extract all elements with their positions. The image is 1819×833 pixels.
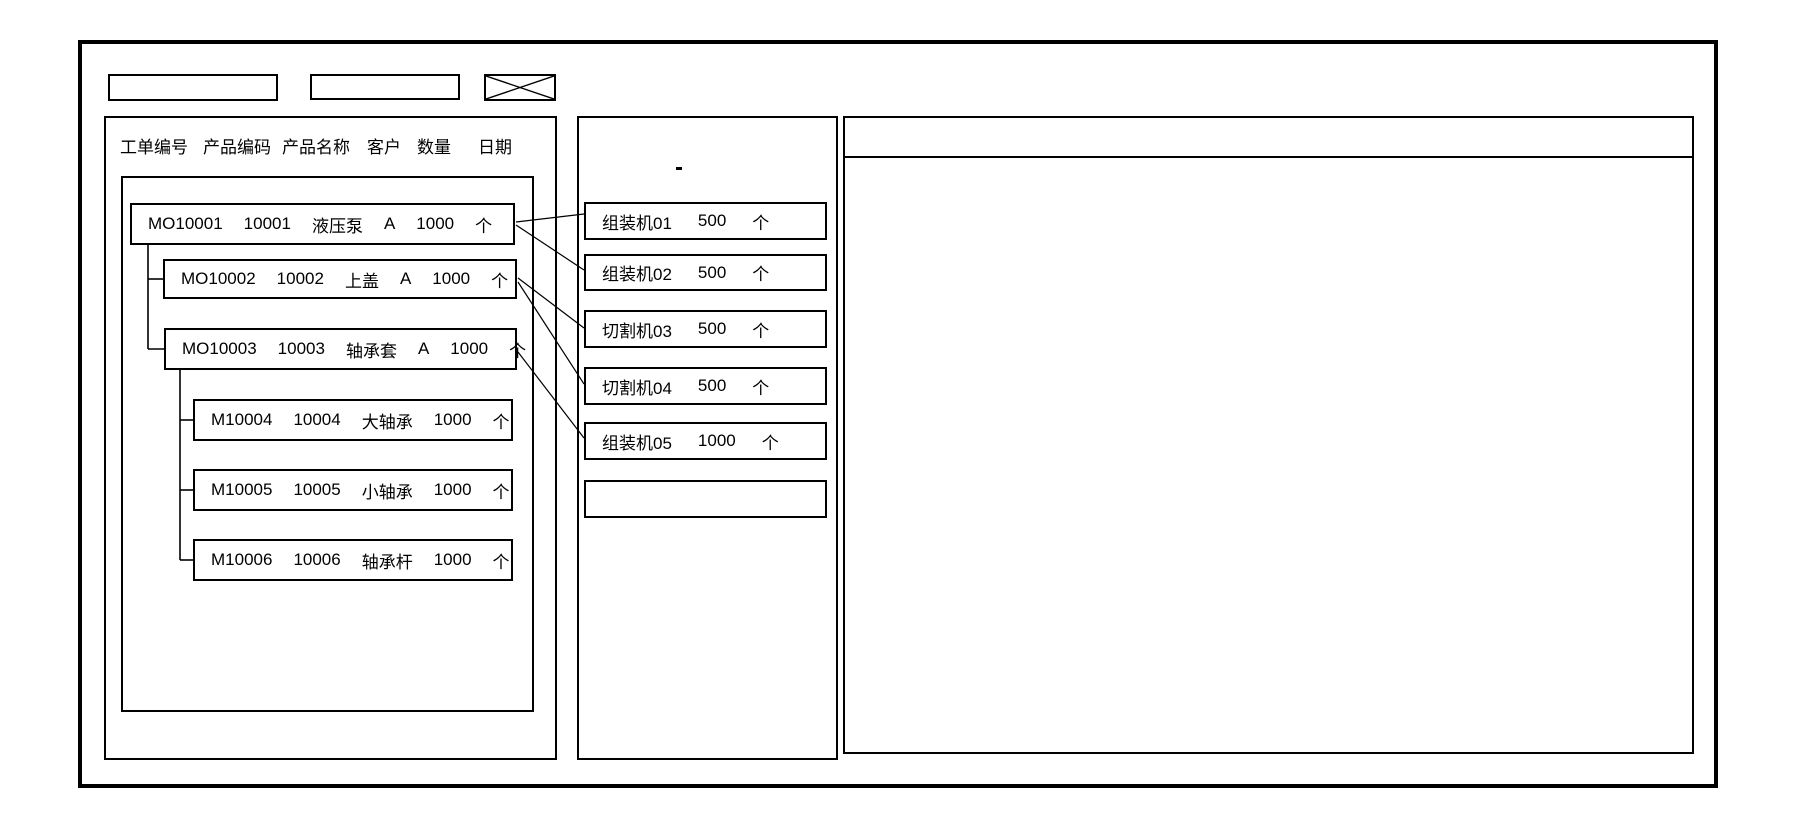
machine-unit: 个 xyxy=(752,265,770,284)
order-card-m10005[interactable]: M10005 10005 小轴承 1000 个 xyxy=(193,469,513,511)
product-name: 轴承杆 xyxy=(361,552,413,572)
product-name: 液压泵 xyxy=(311,216,363,236)
machine-unit: 个 xyxy=(752,321,770,341)
dot-mark xyxy=(676,167,682,170)
machine-name: 切割机03 xyxy=(602,321,672,341)
unit: 个 xyxy=(492,412,510,432)
order-no: MO10001 xyxy=(148,214,223,233)
machine-card-02[interactable]: 组装机02 500 个 xyxy=(584,254,827,291)
image-placeholder xyxy=(484,74,556,101)
machine-name: 组装机02 xyxy=(602,265,672,284)
machine-unit: 个 xyxy=(752,378,770,398)
machine-card-03[interactable]: 切割机03 500 个 xyxy=(584,310,827,348)
column-header-date: 日期 xyxy=(478,138,512,157)
product-code: 10003 xyxy=(277,339,325,358)
product-code: 10005 xyxy=(293,480,341,499)
schedule-header-band xyxy=(845,118,1692,158)
qty: 1000 xyxy=(433,550,472,569)
order-card-mo10002[interactable]: MO10002 10002 上盖 A 1000 个 xyxy=(163,259,517,299)
column-header-customer: 客户 xyxy=(367,138,401,157)
unit: 个 xyxy=(492,552,510,572)
customer: A xyxy=(399,269,412,288)
order-no: M10005 xyxy=(211,480,273,499)
machine-qty: 500 xyxy=(697,376,727,395)
machine-card-05[interactable]: 组装机05 1000 个 xyxy=(584,422,827,460)
qty: 1000 xyxy=(450,339,489,358)
order-card-m10004[interactable]: M10004 10004 大轴承 1000 个 xyxy=(193,399,513,441)
qty: 1000 xyxy=(433,480,472,499)
product-name: 上盖 xyxy=(344,271,379,291)
machine-unit: 个 xyxy=(752,213,770,233)
column-header-qty: 数量 xyxy=(417,138,451,157)
product-name: 大轴承 xyxy=(361,412,413,432)
customer: A xyxy=(417,339,430,358)
order-no: M10004 xyxy=(211,410,273,429)
qty: 1000 xyxy=(432,269,471,288)
column-header-product-name: 产品名称 xyxy=(282,138,350,157)
order-no: MO10003 xyxy=(182,339,257,358)
product-name: 轴承套 xyxy=(345,341,397,361)
product-name: 小轴承 xyxy=(361,482,413,502)
order-no: M10006 xyxy=(211,550,273,569)
machine-name: 组装机05 xyxy=(602,433,672,453)
product-code: 10004 xyxy=(293,410,341,429)
toolbar-placeholder-1[interactable] xyxy=(108,74,278,101)
order-card-m10006[interactable]: M10006 10006 轴承杆 1000 个 xyxy=(193,539,513,581)
qty: 1000 xyxy=(433,410,472,429)
product-code: 10001 xyxy=(243,214,291,233)
machine-name: 组装机01 xyxy=(602,213,672,233)
unit: 个 xyxy=(509,341,527,361)
customer: A xyxy=(383,214,396,233)
column-header-order-no: 工单编号 xyxy=(120,138,188,157)
machine-unit: 个 xyxy=(761,433,779,453)
unit: 个 xyxy=(492,482,510,502)
schedule-panel xyxy=(843,116,1694,754)
toolbar-placeholder-2[interactable] xyxy=(310,74,460,100)
machine-qty: 500 xyxy=(697,262,727,282)
order-tree-container xyxy=(121,176,534,712)
order-card-mo10003[interactable]: MO10003 10003 轴承套 A 1000 个 xyxy=(164,328,526,370)
column-header-product-code: 产品编码 xyxy=(203,138,271,157)
machine-qty: 500 xyxy=(697,319,727,338)
machine-qty: 500 xyxy=(697,211,727,230)
unit: 个 xyxy=(475,216,493,236)
unit: 个 xyxy=(491,271,509,291)
machine-card-04[interactable]: 切割机04 500 个 xyxy=(584,367,827,405)
order-no: MO10002 xyxy=(181,269,256,288)
machine-name: 切割机04 xyxy=(602,378,672,398)
machine-card-01[interactable]: 组装机01 500 个 xyxy=(584,202,827,240)
outer-frame xyxy=(78,40,1718,788)
x-mark-icon xyxy=(486,76,554,99)
product-code: 10002 xyxy=(276,269,324,288)
product-code: 10006 xyxy=(293,550,341,569)
machine-card-empty[interactable] xyxy=(584,480,827,518)
order-card-mo10001[interactable]: MO10001 10001 液压泵 A 1000 个 xyxy=(130,203,515,245)
machine-qty: 1000 xyxy=(697,431,736,450)
qty: 1000 xyxy=(416,214,455,233)
